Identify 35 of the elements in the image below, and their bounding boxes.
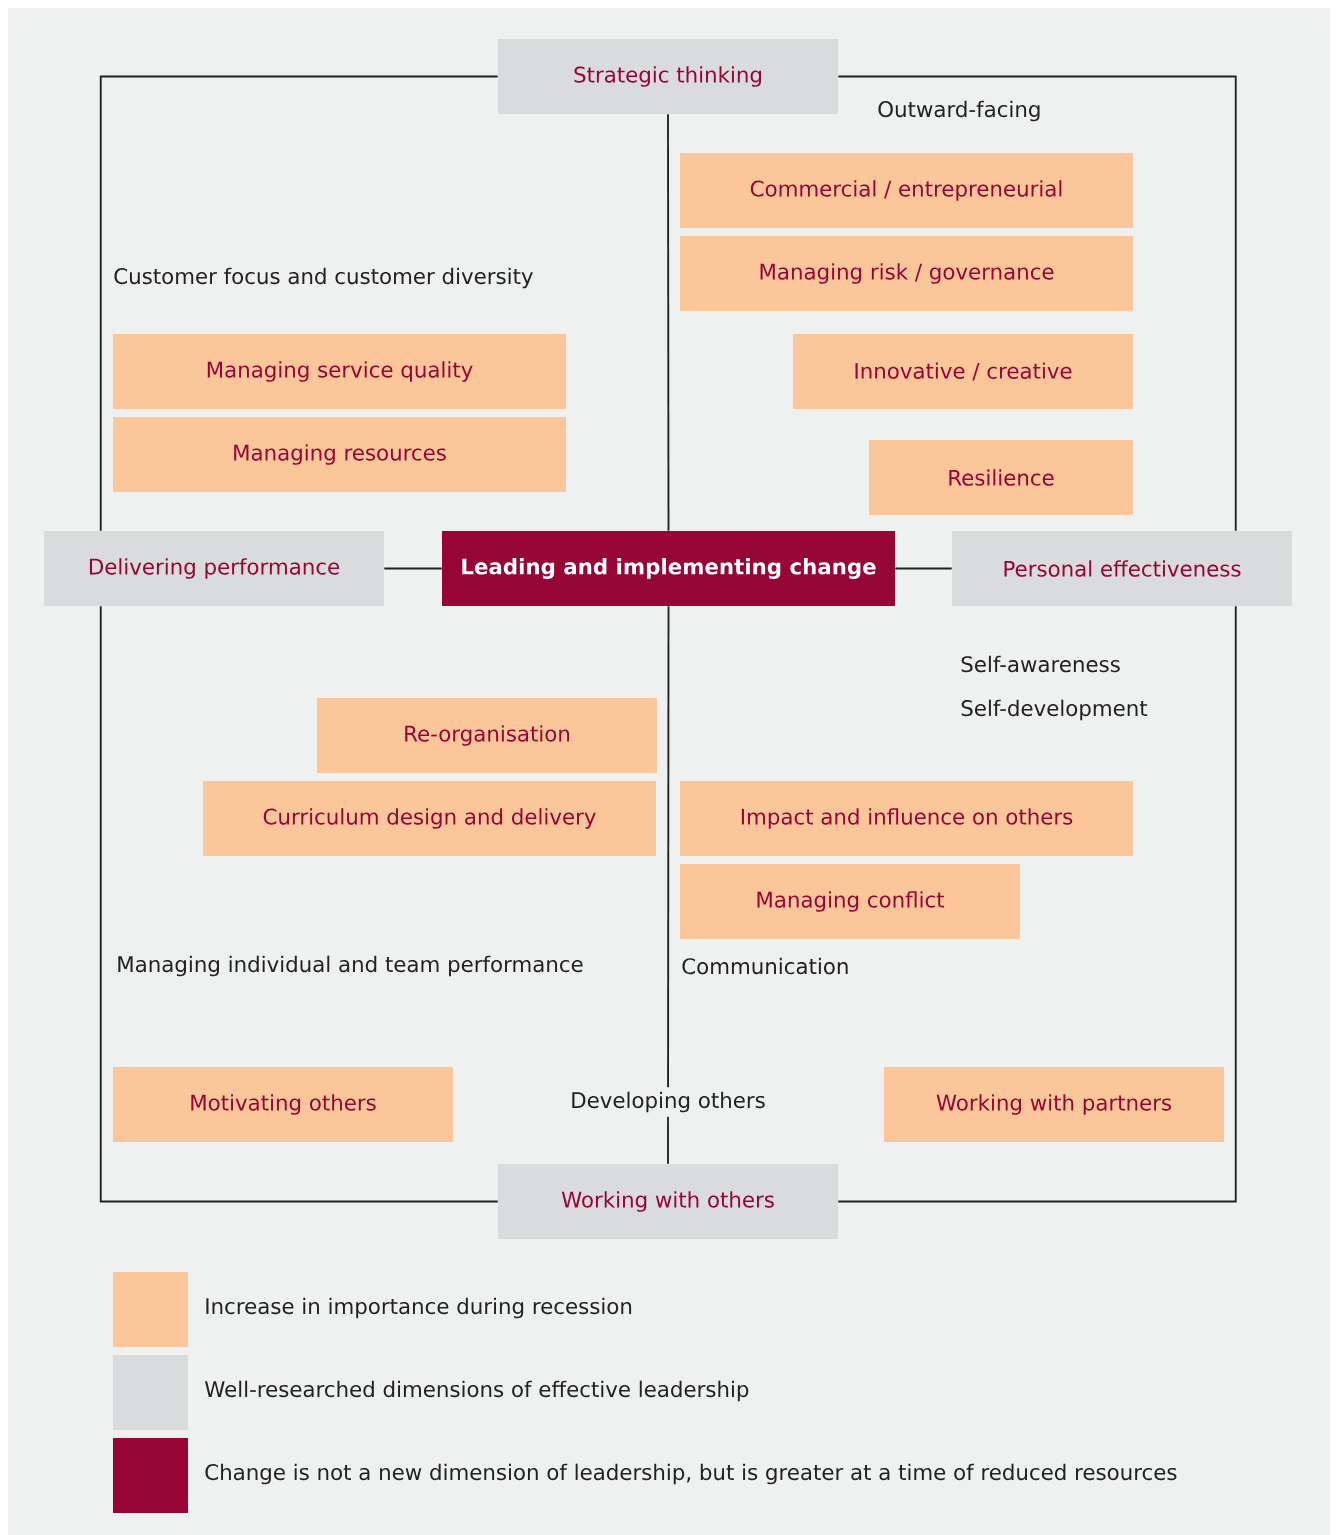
label-text: Self-development xyxy=(961,699,1148,721)
label-text: Self-awareness xyxy=(961,655,1120,673)
connector-line xyxy=(99,605,499,1203)
dimension-box: Working with others xyxy=(498,1164,838,1239)
dimension-box: Strategic thinking xyxy=(498,39,838,114)
legend-text: Change is not a new dimension of leadership, but is greater at a time of reduced resources xyxy=(205,1463,1177,1485)
connector-line xyxy=(894,567,953,570)
legend-text: Increase in importance during recession xyxy=(206,1297,632,1319)
connector-line xyxy=(99,75,499,532)
competency-box: Managing conflict xyxy=(680,864,1020,939)
competency-box: Managing risk / governance xyxy=(680,236,1133,311)
competency-box: Resilience xyxy=(869,440,1133,515)
connector-line xyxy=(383,567,443,570)
change-box: Leading and implementing change xyxy=(442,531,895,606)
competency-box: Working with partners xyxy=(884,1067,1224,1142)
competency-box: Curriculum design and delivery xyxy=(203,781,656,856)
connector-line xyxy=(837,75,1237,532)
label-text: Communication xyxy=(682,957,848,975)
competency-box: Innovative / creative xyxy=(793,334,1133,409)
label-text: Customer focus and customer diversity xyxy=(114,267,533,289)
competency-box: Managing resources xyxy=(113,417,566,492)
competency-box: Re-organisation xyxy=(317,698,657,773)
dimension-box: Personal effectiveness xyxy=(952,531,1292,606)
dimension-box: Delivering performance xyxy=(44,531,384,606)
competency-box: Commercial / entrepreneurial xyxy=(680,153,1133,228)
competency-box: Impact and influence on others xyxy=(680,781,1133,856)
competency-box: Managing service quality xyxy=(113,334,566,409)
legend-text: Well-researched dimensions of effective leadership xyxy=(205,1380,749,1402)
label-text: Managing individual and team performance xyxy=(118,955,583,977)
connector-line xyxy=(667,605,670,1165)
label-text: Outward-facing xyxy=(878,100,1040,122)
connector-line xyxy=(667,113,670,532)
competency-box: Motivating others xyxy=(113,1067,453,1142)
label-text: Developing others xyxy=(562,1087,774,1117)
connector-line xyxy=(837,605,1237,1203)
